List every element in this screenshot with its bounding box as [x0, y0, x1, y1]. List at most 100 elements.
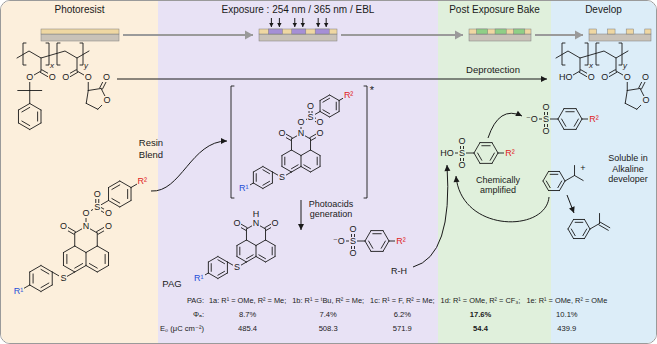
table-cell: 1b: R¹ = ᵗBu, R² = Me;	[292, 297, 364, 306]
process-stage-band: Exposure : 254 nm / 365 nm / EBL	[158, 1, 438, 343]
ring-bond-line	[18, 110, 19, 123]
bond-line	[291, 139, 292, 150]
polymer-subscript: x	[589, 61, 593, 70]
bond-line	[590, 224, 600, 230]
arrow-head	[455, 31, 463, 40]
ring-bond-line	[237, 240, 247, 246]
ring-bond-line	[86, 246, 97, 253]
ring-bond-line	[97, 246, 108, 253]
ring-bond-line	[109, 181, 120, 188]
ring-bond-line	[474, 143, 480, 153]
atom-label: O	[457, 137, 466, 146]
ring-bond-line	[75, 266, 86, 273]
table-cell: 6.2%	[394, 311, 411, 320]
ring-bond-line	[253, 172, 254, 183]
process-flow-arrow	[123, 34, 253, 36]
aromatic-bond-line	[89, 264, 97, 269]
atom-label: N	[297, 129, 306, 138]
wafer-substrate	[589, 34, 651, 41]
bond-line	[74, 233, 75, 246]
aromatic-bond-line	[37, 112, 38, 121]
ring-bond-line	[339, 101, 340, 112]
ring-bond-line	[371, 251, 383, 252]
ring-bond-line	[492, 153, 498, 163]
polymer-bracket	[585, 43, 588, 65]
ring-bond-line	[320, 95, 330, 101]
table-cell: 439.9	[557, 325, 576, 334]
ring-bond-line	[576, 109, 582, 119]
ring-bond-line	[474, 153, 480, 163]
aromatic-bond-line	[566, 111, 574, 112]
ring-bond-line	[208, 273, 218, 279]
table-cell: 7.4%	[320, 311, 337, 320]
ring-bond-line	[253, 183, 263, 189]
compound-label: PAG	[162, 279, 181, 290]
ring-bond-line	[63, 246, 74, 253]
aromatic-bond-line	[558, 181, 562, 188]
polymer-bracket	[80, 43, 83, 65]
resist-layer	[41, 29, 119, 34]
polymer-backbone	[17, 51, 89, 58]
ring-bond-line	[263, 167, 273, 173]
polymer-bracket	[57, 43, 60, 65]
ring-bond-line	[256, 240, 266, 246]
polymer-subscript: y	[623, 61, 627, 70]
aromatic-bond-line	[105, 254, 106, 263]
ring-bond-line	[560, 171, 566, 181]
aromatic-bond-line	[112, 199, 120, 204]
ring-bond-line	[227, 262, 228, 273]
double-bond-line	[600, 222, 610, 228]
aromatic-bond-line	[574, 119, 578, 126]
table-cell: 1c: R¹ = F, R² = Me;	[370, 297, 434, 306]
ring-bond-line	[568, 229, 574, 239]
atom-label: S	[93, 203, 101, 212]
aromatic-bond-line	[381, 241, 385, 248]
ring-bond-line	[218, 273, 228, 279]
ring-bond-line	[108, 188, 109, 201]
ring-bond-line	[256, 246, 257, 257]
polymer-bracket	[619, 43, 622, 65]
bond-line	[29, 91, 30, 104]
ring-bond-line	[41, 110, 42, 123]
charge-sign: +	[579, 163, 586, 173]
atom-label: HO	[439, 149, 455, 158]
atom-label: S	[307, 113, 315, 122]
ring-bond-line	[108, 253, 109, 266]
atom-label: O	[587, 73, 596, 82]
wafer-substrate	[469, 34, 531, 41]
atom-label: R¹	[193, 274, 205, 283]
ring-bond-line	[237, 257, 247, 263]
atom-label: O	[316, 118, 325, 127]
aromatic-bond-line	[239, 247, 240, 255]
acid-catalysis-arrow	[488, 113, 522, 138]
arrow-head	[444, 165, 450, 171]
ring-bond-line	[585, 229, 591, 239]
aromatic-bond-line	[112, 185, 120, 190]
ring-bond-line	[41, 266, 52, 273]
aromatic-bond-line	[550, 174, 558, 175]
aromatic-bond-line	[66, 254, 67, 263]
ring-bond-line	[480, 142, 492, 143]
ring-bond-line	[75, 246, 86, 253]
aromatic-bond-line	[259, 255, 266, 259]
process-flow-arrow	[341, 34, 463, 36]
table-cell: 1d: R¹ = OMe, R² = CF₃;	[441, 297, 521, 306]
bond-line	[41, 58, 42, 71]
atom-label: O	[102, 96, 111, 105]
ring-bond-line	[568, 219, 574, 229]
arrow-head	[221, 138, 227, 144]
arrow-head	[293, 23, 297, 27]
ring-bond-line	[574, 238, 585, 239]
ring-bond-line	[492, 143, 498, 153]
ring-bond-line	[218, 257, 228, 263]
stage-title: Post Exposure Bake	[449, 4, 540, 16]
ring-bond-line	[63, 253, 64, 266]
ring-bond-line	[266, 240, 276, 246]
ring-bond-line	[30, 123, 41, 130]
excited-state-mark: *	[370, 84, 374, 97]
exposed-region	[292, 29, 306, 34]
ring-bond-line	[625, 103, 637, 109]
bond-line	[599, 214, 600, 224]
arrow-head	[454, 176, 460, 182]
atom-label: O	[104, 209, 113, 218]
